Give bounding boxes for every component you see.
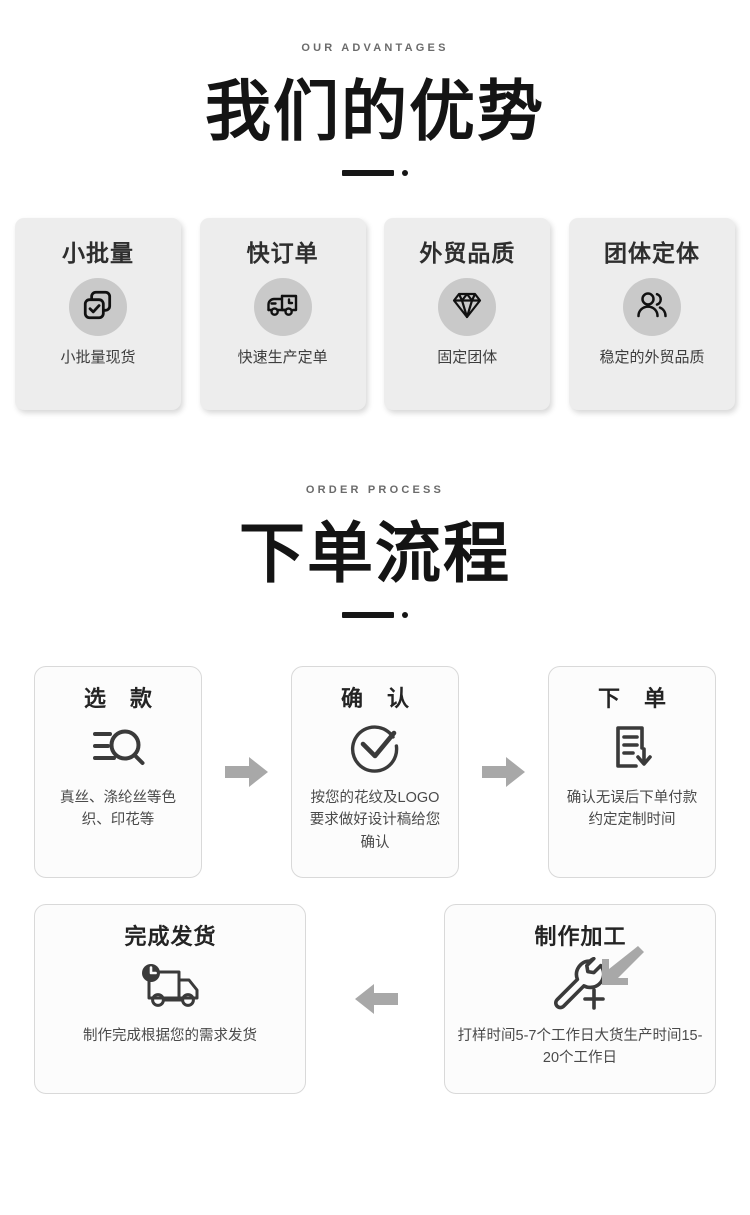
advantages-card-grid: 小批量 小批量现货 快订单	[0, 218, 750, 410]
process-step-icon-wrap	[133, 959, 207, 1015]
advantage-desc: 小批量现货	[60, 349, 136, 366]
process-step-icon-wrap	[550, 956, 610, 1018]
process-step-place-order[interactable]: 下 单 确认无误后下单付款约定定制时间	[548, 666, 716, 878]
advantage-card-small-batch[interactable]: 小批量 小批量现货	[15, 218, 181, 410]
process-step-desc: 真丝、涤纶丝等色织、印花等	[60, 790, 176, 829]
process-section-header: ORDER PROCESS 下单流程	[0, 484, 750, 618]
advantage-title: 快订单	[246, 240, 319, 266]
process-step-shipped[interactable]: 完成发货 制作完成根据您的需求发货	[34, 904, 306, 1094]
advantage-card-group-custom[interactable]: 团体定体 稳定的外贸品质	[568, 218, 735, 410]
check-circle-icon	[349, 721, 401, 778]
process-step-desc: 打样时间5-7个工作日大货生产时间15-20个工作日	[457, 1028, 703, 1067]
process-step-desc: 制作完成根据您的需求发货	[83, 1028, 257, 1044]
divider-bar	[342, 612, 394, 618]
advantages-eyebrow: OUR ADVANTAGES	[301, 42, 449, 54]
process-flow-row-2: 完成发货 制作完成根据您的需求发货 制作加工	[0, 904, 750, 1094]
advantage-card-export-quality[interactable]: 外贸品质 固定团体	[384, 218, 551, 410]
document-download-icon	[606, 721, 658, 778]
advantage-icon-wrap	[253, 278, 312, 336]
arrow-left-icon	[352, 982, 398, 1016]
advantage-card-fast-order[interactable]: 快订单 快速生产定单	[199, 218, 366, 410]
process-divider	[0, 612, 750, 618]
process-step-icon-wrap	[606, 721, 658, 777]
arrow-down-left-icon	[594, 938, 646, 995]
advantage-title: 小批量	[62, 240, 134, 266]
process-step-confirm[interactable]: 确 认 按您的花纹及LOGO要求做好设计稿给您确认	[291, 666, 459, 878]
process-eyebrow: ORDER PROCESS	[305, 484, 445, 496]
advantage-desc: 稳定的外贸品质	[599, 349, 705, 366]
advantage-desc: 快速生产定单	[237, 349, 328, 366]
search-filter-icon	[90, 724, 146, 775]
process-step-title: 制作加工	[534, 924, 627, 949]
advantage-icon-wrap	[69, 278, 127, 336]
advantages-title: 我们的优势	[205, 74, 545, 148]
diamond-icon	[450, 289, 484, 326]
advantage-title: 团体定体	[603, 240, 700, 266]
divider-bar	[342, 170, 394, 176]
process-step-desc: 按您的花纹及LOGO要求做好设计稿给您确认	[309, 790, 441, 851]
process-step-title: 完成发货	[124, 924, 217, 949]
advantage-desc: 固定团体	[437, 349, 498, 366]
copy-check-icon	[81, 288, 115, 327]
process-step-title: 下 单	[597, 686, 676, 711]
divider-dot	[402, 170, 408, 176]
wrench-plus-icon	[550, 956, 610, 1018]
process-step-select-style[interactable]: 选 款 真丝、涤纶丝等色织、印花等	[34, 666, 202, 878]
arrow-right-icon	[224, 755, 269, 789]
arrow-right-icon	[481, 755, 526, 789]
advantages-section-header: OUR ADVANTAGES 我们的优势	[0, 0, 750, 176]
process-step-manufacturing[interactable]: 制作加工 打样时间5-7个工作日大货生产时间15-20个工作日	[444, 904, 716, 1094]
process-step-desc: 确认无误后下单付款约定定制时间	[566, 790, 698, 829]
truck-clock-icon	[133, 958, 207, 1017]
divider-dot	[402, 612, 408, 618]
advantages-divider	[0, 170, 750, 176]
people-icon	[634, 289, 670, 326]
advantage-icon-wrap	[438, 278, 497, 336]
process-step-icon-wrap	[349, 721, 401, 777]
process-step-icon-wrap	[90, 721, 146, 777]
truck-clock-icon	[265, 288, 301, 327]
advantage-icon-wrap	[622, 278, 681, 336]
process-title: 下单流程	[239, 516, 511, 590]
process-step-title: 选 款	[83, 686, 162, 711]
process-step-title: 确 认	[340, 686, 419, 711]
process-flow-row-1: 选 款 真丝、涤纶丝等色织、印花等 确 认	[0, 666, 750, 878]
advantage-title: 外贸品质	[419, 240, 516, 266]
